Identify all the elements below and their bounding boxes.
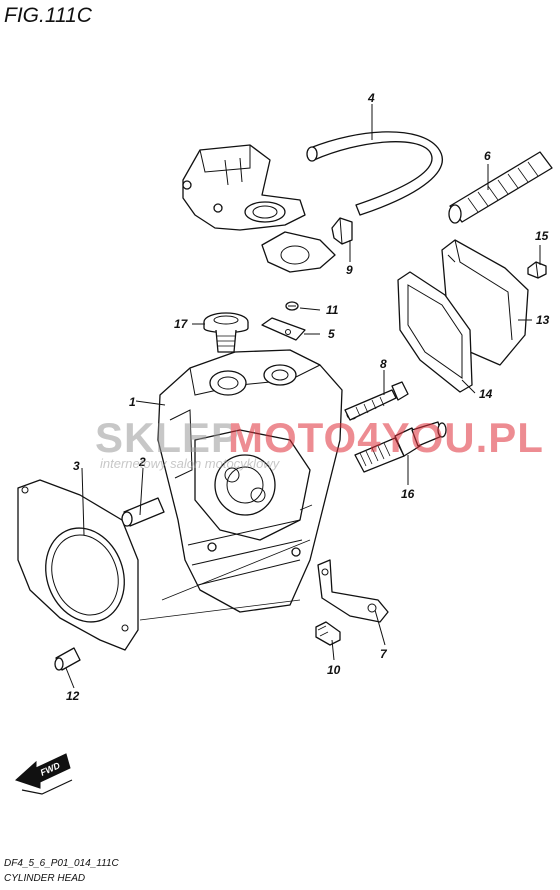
part-7-bracket [317,559,389,623]
callout-17: 17 [174,317,189,331]
callout-8: 8 [380,357,387,371]
footer-code: DF4_5_6_P01_014_111C [4,858,120,869]
watermark: SKLEP MOTO4YOU.PL internetowy salon moto… [95,414,544,471]
thermostat-cover [182,144,306,231]
part-4-hose [306,131,443,216]
leader-lines [65,104,541,689]
callout-7: 7 [380,647,388,661]
cover-gasket [261,231,336,273]
part-9-clamp [331,217,353,245]
part-5-plate [261,317,306,341]
callout-13: 13 [536,313,550,327]
part-2-dowel [121,497,165,527]
callout-9: 9 [346,263,353,277]
watermark-brand-right: MOTO4YOU.PL [228,414,544,461]
callout-11: 11 [326,303,339,317]
callout-1: 1 [129,395,136,409]
callout-5: 5 [328,327,335,341]
callout-16: 16 [401,487,415,501]
part-11-screw [285,301,299,311]
part-17-thermostat [203,312,249,353]
callout-10: 10 [327,663,341,677]
part-10-bolt [315,621,341,646]
part-15-bolt [527,261,547,279]
fwd-arrow: FWD [15,753,73,795]
callout-4: 4 [367,91,375,105]
figure-title: FIG.111C [4,4,93,27]
watermark-brand-left: SKLEP [95,414,240,461]
callout-14: 14 [479,387,493,401]
part-12-pin [54,647,81,671]
callouts: 1 2 3 4 5 6 7 8 9 10 11 12 13 14 15 16 1… [66,91,550,703]
part-8-bolt [344,381,409,421]
watermark-tagline: internetowy salon motocyklowy [100,456,281,471]
part-3-head-gasket [17,479,139,651]
callout-6: 6 [484,149,491,163]
footer-name: CYLINDER HEAD [4,873,85,884]
part-16-spark-plug [354,421,447,473]
part-6-sleeve [448,151,553,224]
callout-15: 15 [535,229,549,243]
callout-3: 3 [73,459,80,473]
callout-12: 12 [66,689,80,703]
part-1-cylinder-head [157,349,358,613]
callout-2: 2 [138,455,146,469]
part-14-cover-gasket [397,271,473,393]
